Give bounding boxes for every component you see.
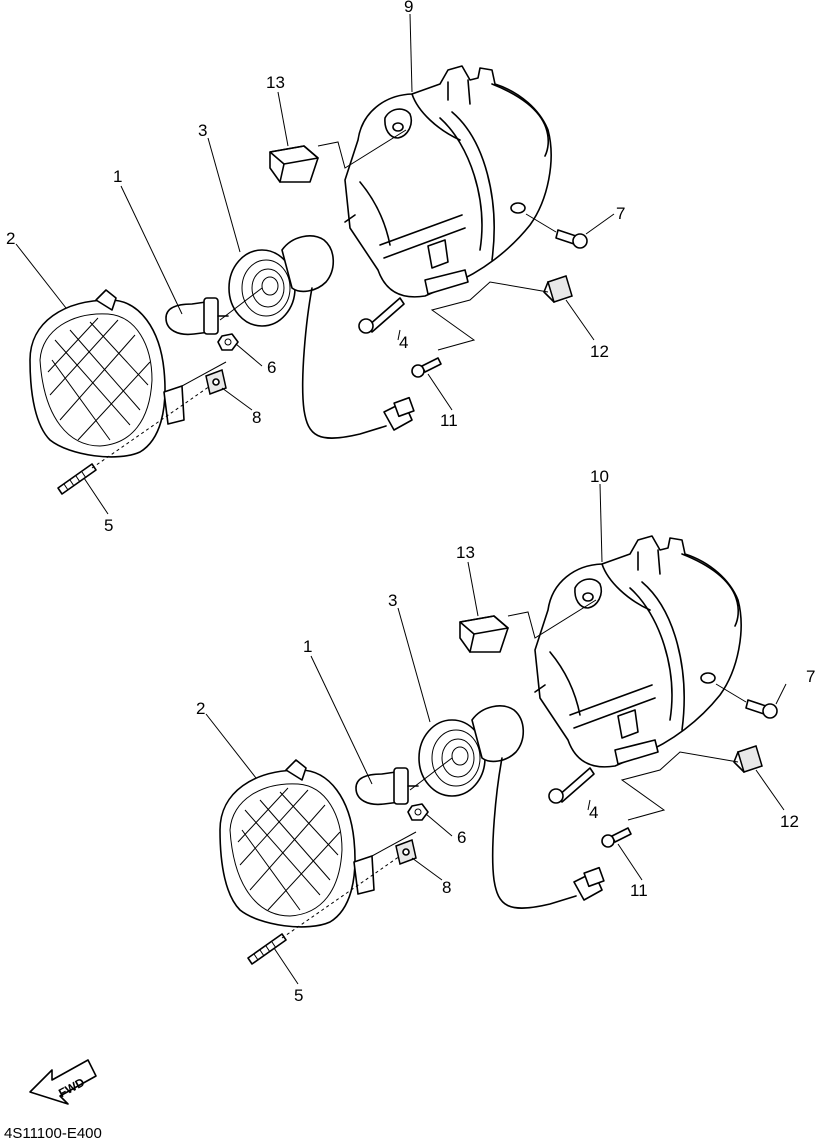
upper-bulb[interactable] [165, 297, 229, 336]
diagram-code: 4S11100-E400 [4, 1125, 102, 1140]
lower-lens[interactable] [219, 759, 375, 928]
fwd-direction-arrow: FWD [29, 1059, 97, 1105]
upper-leaders [15, 13, 615, 515]
callout-12: 12 [780, 812, 799, 831]
callout-4: 4 [399, 333, 408, 352]
callout-9: 9 [404, 0, 413, 16]
lower-assembly: 1 2 3 4 5 6 7 8 10 11 12 13 [196, 467, 815, 1005]
callout-1: 1 [113, 167, 122, 186]
lower-leaders [205, 483, 787, 985]
callout-3: 3 [198, 121, 207, 140]
upper-assembly: 1 2 3 4 5 6 7 8 9 11 12 13 [6, 0, 625, 535]
upper-lens[interactable] [29, 289, 185, 458]
lower-clip-8[interactable] [395, 838, 417, 866]
lower-reflector[interactable] [459, 615, 509, 653]
upper-guide-lines [91, 129, 557, 469]
lower-clip-12[interactable] [733, 745, 763, 773]
callout-6: 6 [457, 828, 466, 847]
callout-8: 8 [442, 878, 451, 897]
upper-nut-6[interactable] [217, 333, 239, 351]
upper-screw-11[interactable] [411, 357, 442, 378]
callout-6: 6 [267, 358, 276, 377]
upper-reflector[interactable] [269, 145, 319, 183]
lower-screw-4[interactable] [548, 767, 595, 804]
lower-screw-7[interactable] [745, 699, 778, 719]
upper-screw-5[interactable] [57, 463, 97, 495]
callout-12: 12 [590, 342, 609, 361]
lower-bulb[interactable] [355, 767, 419, 806]
upper-screw-4[interactable] [358, 297, 405, 334]
callout-1: 1 [303, 637, 312, 656]
callout-7: 7 [616, 204, 625, 223]
lower-guide-lines [281, 599, 747, 939]
callout-8: 8 [252, 408, 261, 427]
callout-11: 11 [630, 881, 648, 900]
lower-housing[interactable] [534, 535, 742, 768]
lower-socket[interactable] [418, 705, 605, 909]
callout-13: 13 [266, 73, 285, 92]
callout-3: 3 [388, 591, 397, 610]
callout-2: 2 [6, 229, 15, 248]
lower-callouts: 1 2 3 4 5 6 7 8 10 11 12 13 [196, 467, 815, 1005]
callout-4: 4 [589, 803, 598, 822]
upper-clip-12[interactable] [543, 275, 573, 303]
upper-screw-7[interactable] [555, 229, 588, 249]
upper-callouts: 1 2 3 4 5 6 7 8 9 11 12 13 [6, 0, 625, 535]
callout-13: 13 [456, 543, 475, 562]
callout-5: 5 [104, 516, 113, 535]
callout-7: 7 [806, 667, 815, 686]
callout-2: 2 [196, 699, 205, 718]
callout-10: 10 [590, 467, 609, 486]
callout-11: 11 [440, 411, 458, 430]
lower-screw-5[interactable] [247, 933, 287, 965]
lower-screw-11[interactable] [601, 827, 632, 848]
callout-5: 5 [294, 986, 303, 1005]
upper-clip-8[interactable] [205, 368, 227, 396]
upper-housing[interactable] [344, 65, 552, 298]
lower-nut-6[interactable] [407, 803, 429, 821]
